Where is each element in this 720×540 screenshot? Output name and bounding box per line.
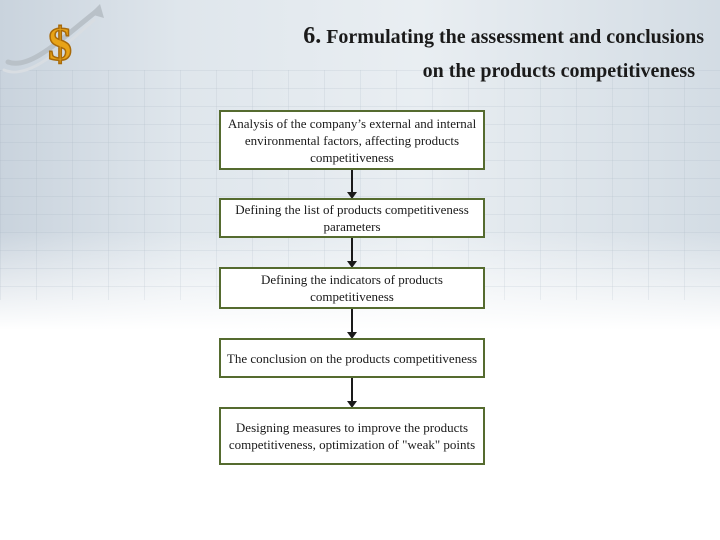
flow-arrow-4 xyxy=(347,378,357,408)
flow-step-5: Designing measures to improve the produc… xyxy=(219,407,485,465)
flow-step-3: Defining the indicators of products comp… xyxy=(219,267,485,309)
title-text-1: Formulating the assessment and conclusio… xyxy=(326,26,704,48)
flow-arrow-1 xyxy=(347,170,357,199)
flow-arrow-3 xyxy=(347,309,357,339)
flow-step-4: The conclusion on the products competiti… xyxy=(219,338,485,378)
title-number: 6. xyxy=(303,23,322,49)
title-line-1: 6. Formulating the assessment and conclu… xyxy=(303,24,704,48)
svg-text:$: $ xyxy=(48,18,72,71)
flow-arrow-2 xyxy=(347,238,357,268)
flow-step-2: Defining the list of products competitiv… xyxy=(219,198,485,238)
dollar-growth-icon: $ xyxy=(2,4,104,74)
title-line-2: on the products competitiveness xyxy=(422,60,695,82)
flow-step-1: Analysis of the company’s external and i… xyxy=(219,110,485,170)
background-grid xyxy=(0,70,720,300)
page-title: 6. Formulating the assessment and conclu… xyxy=(303,24,704,81)
